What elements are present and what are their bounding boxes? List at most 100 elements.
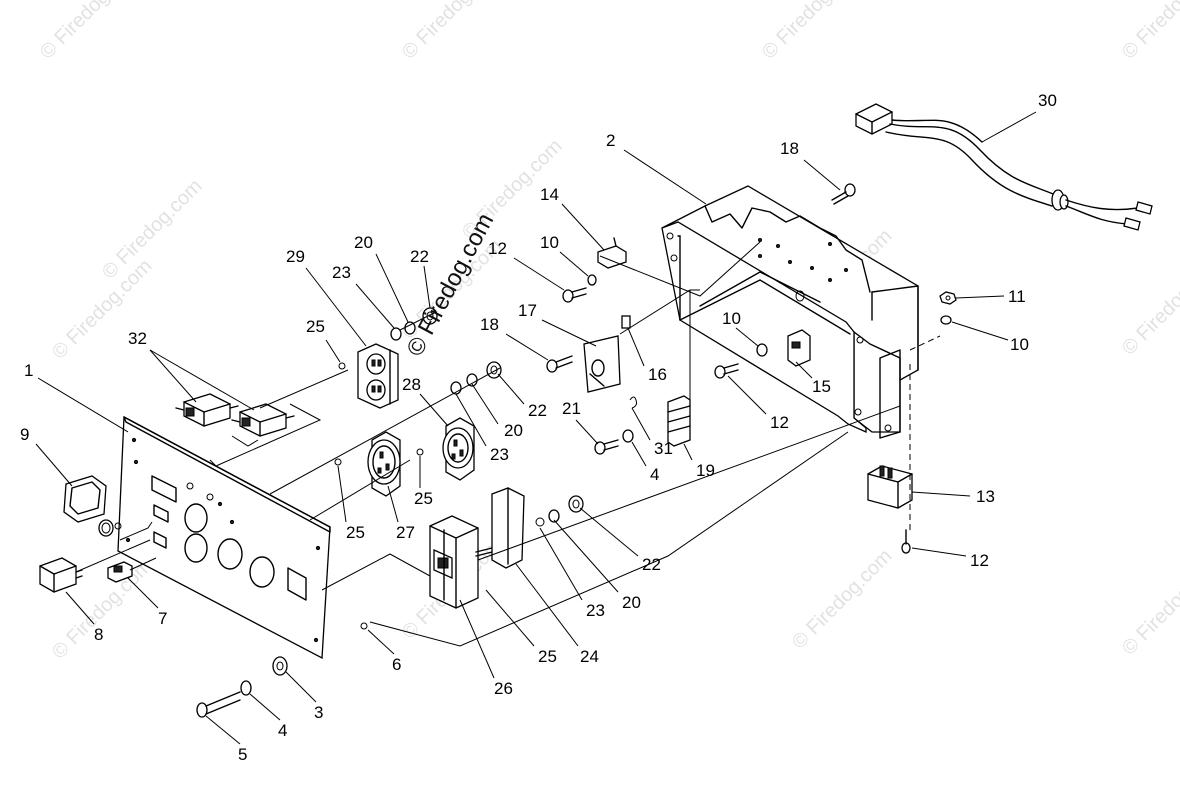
callout-c16: 16 bbox=[648, 365, 667, 384]
callout-c1: 1 bbox=[24, 361, 33, 380]
screw-12c bbox=[901, 529, 911, 554]
callout-c25b: 25 bbox=[346, 523, 365, 542]
leader-line-c19 bbox=[683, 443, 693, 461]
leader-line-c18b bbox=[803, 159, 841, 191]
leader-line-c9 bbox=[35, 443, 73, 487]
leader-line-c4a bbox=[249, 693, 281, 721]
screw-12b bbox=[714, 363, 739, 379]
callout-c18a: 18 bbox=[480, 315, 499, 334]
callout-c18b: 18 bbox=[780, 139, 799, 158]
leader-line-c10c bbox=[951, 321, 1009, 341]
leader-line-c3 bbox=[285, 671, 317, 703]
callout-c22a: 22 bbox=[410, 247, 429, 266]
callout-c32: 32 bbox=[128, 329, 147, 348]
washer-10c bbox=[940, 315, 952, 325]
leader-line-c25d bbox=[485, 589, 535, 647]
watermark-corner: © Firedog.com bbox=[1118, 0, 1180, 64]
spacer bbox=[621, 315, 631, 329]
callout-labels: 1234456789101010111212121314151617181819… bbox=[20, 91, 1057, 764]
callout-c10b: 10 bbox=[722, 309, 741, 328]
breaker-bracket bbox=[475, 487, 525, 569]
callout-c27: 27 bbox=[396, 523, 415, 542]
callout-c25c: 25 bbox=[414, 489, 433, 508]
lock-washer bbox=[390, 327, 402, 341]
leader-line-c32 bbox=[149, 349, 197, 403]
callout-c20c: 20 bbox=[622, 593, 641, 612]
callout-c23c: 23 bbox=[586, 601, 605, 620]
leader-lines bbox=[35, 111, 1037, 745]
leader-line-c22b bbox=[497, 373, 525, 405]
leader-line-c7 bbox=[127, 577, 159, 609]
callout-c12a: 12 bbox=[488, 239, 507, 258]
callout-c4a: 4 bbox=[278, 721, 287, 740]
callout-c8: 8 bbox=[94, 625, 103, 644]
main-circuit-breaker bbox=[429, 515, 479, 609]
callout-c5: 5 bbox=[238, 745, 247, 764]
leader-line-c20b bbox=[471, 383, 499, 425]
callout-c31: 31 bbox=[654, 439, 673, 458]
callout-c17: 17 bbox=[518, 301, 537, 320]
wire-clip bbox=[629, 396, 637, 409]
leader-line-c1 bbox=[37, 377, 129, 433]
leader-line-c14 bbox=[561, 203, 605, 251]
front-flat-washer bbox=[272, 656, 288, 676]
callout-c20a: 20 bbox=[354, 233, 373, 252]
leader-line-c11 bbox=[955, 295, 1005, 299]
duplex-receptacle bbox=[357, 343, 399, 409]
callout-c14: 14 bbox=[540, 185, 559, 204]
leader-line-c23a bbox=[355, 283, 395, 329]
hour-meter-cover bbox=[63, 475, 122, 537]
leader-line-c21 bbox=[575, 419, 599, 445]
leader-line-c30 bbox=[981, 111, 1037, 143]
watermark-text: © Firedog.com bbox=[401, 209, 499, 361]
leader-line-c10b bbox=[735, 327, 759, 347]
watermark-corner: © Firedog.com bbox=[1118, 251, 1180, 360]
screw-18b bbox=[831, 183, 856, 205]
leader-line-c25b bbox=[337, 465, 347, 523]
screw-21 bbox=[594, 439, 619, 455]
callout-c15: 15 bbox=[812, 377, 831, 396]
callout-c24: 24 bbox=[580, 647, 599, 666]
screw-18 bbox=[546, 355, 573, 373]
twist-lock-receptacle-left bbox=[367, 431, 401, 497]
leader-line-c22a bbox=[423, 265, 431, 309]
leader-line-c13 bbox=[911, 491, 971, 497]
circuit-breaker-left bbox=[175, 393, 239, 427]
callout-c19: 19 bbox=[696, 461, 715, 480]
leader-line-c23c bbox=[539, 527, 583, 601]
callout-c22c: 22 bbox=[642, 555, 661, 574]
leader-line-c12c bbox=[911, 547, 967, 557]
leader-line-c8 bbox=[65, 591, 95, 625]
callout-c10a: 10 bbox=[540, 233, 559, 252]
callout-c9: 9 bbox=[20, 425, 29, 444]
switch-component bbox=[597, 237, 627, 269]
leader-line-c26 bbox=[459, 599, 495, 679]
front-grommet bbox=[360, 622, 368, 630]
receptacle-screw bbox=[338, 362, 346, 370]
pc-board bbox=[583, 335, 621, 393]
callout-c3: 3 bbox=[314, 703, 323, 722]
callout-c25d: 25 bbox=[538, 647, 557, 666]
outlet-plug bbox=[39, 557, 83, 593]
leader-line-c5 bbox=[205, 715, 241, 745]
breaker-leader-lines bbox=[209, 403, 322, 467]
leader-line-c6 bbox=[367, 629, 395, 655]
rocker-switch bbox=[107, 561, 133, 583]
watermark-corner: © Firedog.com bbox=[36, 0, 145, 64]
callout-c10c: 10 bbox=[1010, 335, 1029, 354]
callout-c28: 28 bbox=[402, 375, 421, 394]
callout-c13: 13 bbox=[976, 487, 995, 506]
leader-line-c23b bbox=[455, 393, 487, 447]
callout-c6: 6 bbox=[392, 655, 401, 674]
leader-line-c28 bbox=[419, 393, 449, 427]
callout-c2: 2 bbox=[606, 131, 615, 150]
leader-line-c15 bbox=[795, 361, 813, 379]
callout-c23a: 23 bbox=[332, 263, 351, 282]
leader-line-c17 bbox=[541, 319, 597, 347]
leader-line-c12b bbox=[727, 375, 767, 415]
watermark-corner: © Firedog.com bbox=[1118, 551, 1180, 660]
capacitor-box bbox=[867, 465, 913, 509]
watermark-corner: © Firedog.com bbox=[398, 0, 507, 64]
callout-c20b: 20 bbox=[504, 421, 523, 440]
callout-c23b: 23 bbox=[490, 445, 509, 464]
